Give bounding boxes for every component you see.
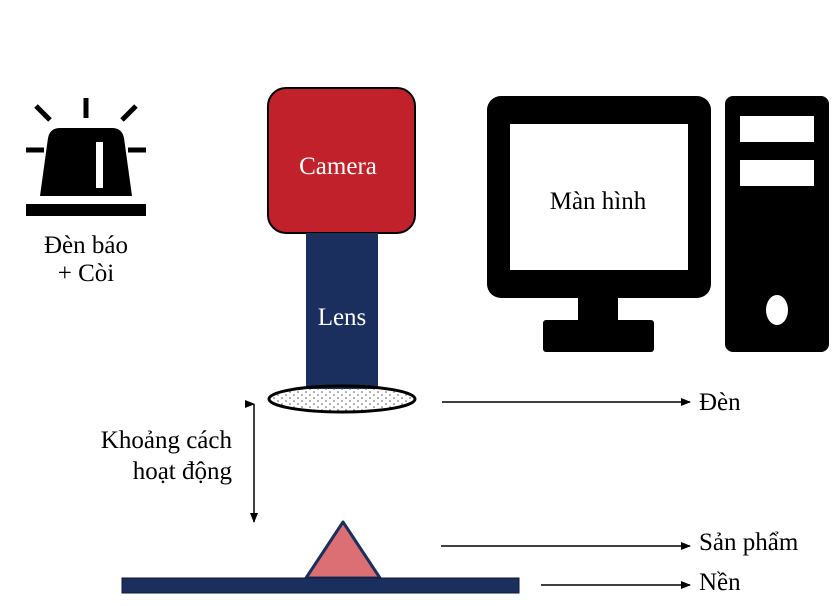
- ring-light: [267, 384, 417, 414]
- siren-icon: [26, 98, 146, 216]
- base-plate: [121, 577, 520, 594]
- lens-body: [306, 233, 378, 389]
- lens-label: Lens: [318, 304, 367, 331]
- camera-label: Camera: [299, 153, 377, 180]
- alarm-label: Đèn báo + Còi: [28, 232, 144, 288]
- monitor-label: Màn hình: [550, 188, 647, 215]
- background-label: Nền: [699, 569, 741, 596]
- alarm-label-line2: + Còi: [57, 260, 115, 287]
- working-distance-line1: Khoảng cách: [100, 427, 232, 454]
- monitor-icon: [487, 96, 711, 352]
- product-label: Sản phẩm: [699, 529, 799, 556]
- pc-tower-icon: [725, 96, 829, 352]
- alarm-label-line1: Đèn báo: [44, 232, 128, 259]
- working-distance-label: Khoảng cách hoạt động: [40, 425, 232, 487]
- working-distance-line2: hoạt động: [132, 458, 232, 485]
- product-triangle: [304, 520, 382, 580]
- light-label: Đèn: [699, 389, 741, 416]
